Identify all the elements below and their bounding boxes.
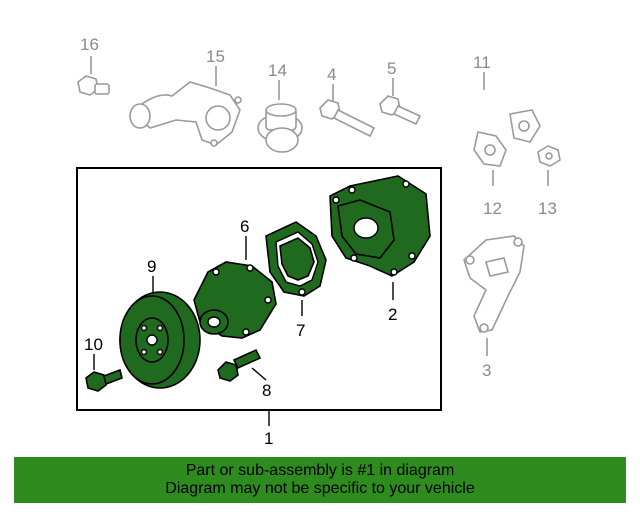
banner-line-1: Part or sub-assembly is #1 in diagram [185, 462, 455, 479]
callout-15: 15 [206, 47, 225, 66]
callout-11: 11 [473, 53, 491, 72]
part-15-outlet[interactable] [129, 66, 242, 147]
callout-2: 2 [388, 305, 397, 324]
part-2-pump-housing[interactable] [329, 175, 431, 300]
banner-line-2: Diagram may not be specific to your vehi… [165, 480, 475, 497]
part-6-pump-body[interactable] [193, 236, 277, 339]
part-9-pulley[interactable] [119, 276, 201, 389]
callout-7: 7 [296, 321, 305, 340]
part-3-bracket[interactable] [463, 235, 525, 356]
part-7-gasket[interactable] [265, 221, 327, 316]
callout-14: 14 [268, 61, 287, 80]
info-banner: Part or sub-assembly is #1 in diagram Di… [14, 457, 626, 503]
part-8-bolt[interactable] [217, 348, 267, 382]
callout-8: 8 [262, 381, 271, 400]
callout-16: 16 [80, 35, 99, 54]
part-13-nut[interactable] [537, 145, 561, 186]
part-16-bolt[interactable] [77, 56, 110, 96]
part-14-thermostat[interactable] [257, 80, 303, 153]
part-4-bolt[interactable] [319, 84, 376, 138]
part-12-gasket[interactable] [473, 131, 507, 186]
part-11-pipe[interactable] [438, 72, 548, 148]
part-5-bolt[interactable] [379, 78, 422, 126]
callout-9: 9 [147, 257, 156, 276]
part-10-bolt[interactable] [85, 354, 123, 392]
callout-10: 10 [84, 335, 103, 354]
callout-12: 12 [483, 199, 502, 218]
callout-1: 1 [264, 429, 273, 448]
callout-13: 13 [538, 199, 557, 218]
callout-6: 6 [240, 217, 249, 236]
callout-3: 3 [482, 361, 491, 380]
callout-5: 5 [387, 59, 396, 78]
callout-4: 4 [327, 65, 336, 84]
assembly-1-frame [76, 167, 442, 411]
